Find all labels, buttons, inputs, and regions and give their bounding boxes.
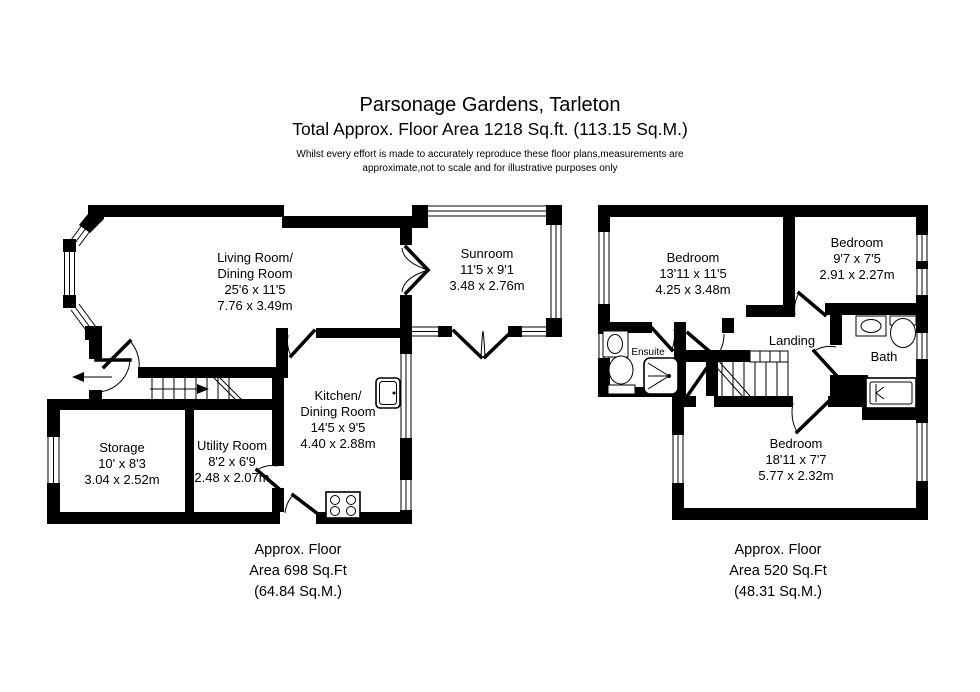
- room-dims-metric: 4.25 x 3.48m: [655, 282, 731, 297]
- disclaimer-line: approximate,not to scale and for illustr…: [362, 163, 618, 174]
- sunroom-patio-doors: [451, 328, 515, 360]
- kitchen-back-door: [284, 492, 321, 517]
- kitchen-door: [286, 328, 317, 359]
- ensuite-sink-icon: [602, 330, 629, 358]
- room-label-sunroom: Sunroom 11'5 x 9'1 3.48 x 2.76m: [449, 246, 524, 294]
- first-floor-area-label: Approx. Floor Area 520 Sq.Ft (48.31 Sq.M…: [729, 540, 827, 603]
- room-dims-metric: 5.77 x 2.32m: [758, 468, 834, 483]
- room-name-line: Dining Room: [217, 266, 293, 281]
- area-line: Approx. Floor: [254, 542, 342, 558]
- stairs-first: [709, 350, 789, 399]
- shower-icon: [643, 357, 679, 395]
- disclaimer: Whilst every effort is made to accuratel…: [0, 148, 980, 176]
- room-dims-imperial: 14'5 x 9'5: [310, 420, 366, 435]
- bedroom3-window-right: [916, 423, 928, 481]
- bath-sink-icon: [855, 315, 887, 337]
- bedroom1-window: [598, 232, 610, 304]
- room-name-line: Sunroom: [460, 246, 514, 261]
- kitchen-window: [400, 354, 412, 510]
- room-name-line: Bedroom: [666, 250, 720, 265]
- room-label-bedroom-2: Bedroom 9'7 x 7'5 2.91 x 2.27m: [819, 235, 894, 283]
- area-line: Area 520 Sq.Ft: [729, 563, 827, 579]
- room-dims-imperial: 8'2 x 6'9: [208, 454, 256, 469]
- room-dims-metric: 2.91 x 2.27m: [819, 267, 895, 282]
- stairs-up-arrow-icon: [197, 384, 209, 394]
- ground-floor-area-label: Approx. Floor Area 698 Sq.Ft (64.84 Sq.M…: [249, 540, 347, 603]
- bay-window: [64, 216, 97, 334]
- room-label-landing: Landing: [769, 333, 815, 349]
- front-door: [94, 358, 132, 393]
- room-dims-imperial: 25'6 x 11'5: [224, 282, 286, 297]
- stairs-ground: [150, 375, 245, 403]
- sunroom-windows: [412, 205, 562, 337]
- room-label-ensuite: Ensuite: [631, 347, 664, 359]
- room-dims-imperial: 13'11 x 11'5: [659, 266, 727, 281]
- page-title: Parsonage Gardens, Tarleton: [359, 94, 621, 116]
- bedroom2-door: [794, 290, 828, 318]
- bath-door: [811, 345, 839, 378]
- room-dims-imperial: 11'5 x 9'1: [460, 262, 514, 277]
- ground-floor-plan: [47, 205, 562, 524]
- room-label-kitchen: Kitchen/ Dining Room 14'5 x 9'5 4.40 x 2…: [300, 388, 375, 452]
- room-dims-imperial: 18'11 x 7'7: [765, 452, 827, 467]
- room-dims-metric: 7.76 x 3.49m: [217, 298, 293, 313]
- room-name-line: Ensuite: [631, 347, 665, 358]
- area-line: Area 698 Sq.Ft: [249, 563, 347, 579]
- hob-icon: [325, 491, 361, 519]
- room-dims-metric: 2.48 x 2.07m: [194, 470, 270, 485]
- ensuite-toilet-icon: [607, 355, 636, 395]
- room-dims-imperial: 9'7 x 7'5: [833, 251, 881, 266]
- room-name-line: Landing: [768, 333, 816, 348]
- area-line: (64.84 Sq.M.): [254, 584, 342, 600]
- room-name-line: Bedroom: [830, 235, 884, 250]
- room-name-line: Bedroom: [769, 436, 823, 451]
- bath-toilet-icon: [889, 315, 917, 348]
- kitchen-sink-icon: [375, 377, 401, 409]
- ensuite-door: [649, 325, 676, 353]
- ground-floor-walls: [47, 205, 562, 524]
- room-name-line: Utility Room: [196, 438, 268, 453]
- room-label-bedroom-3: Bedroom 18'11 x 7'7 5.77 x 2.32m: [758, 436, 833, 484]
- room-name-line: Kitchen/: [314, 388, 362, 403]
- sunroom-double-doors: [401, 244, 431, 296]
- entrance-arrow-icon: [72, 372, 112, 382]
- disclaimer-line: Whilst every effort is made to accuratel…: [296, 149, 684, 160]
- bedroom2-windows: [916, 235, 928, 295]
- utility-door: [254, 465, 281, 491]
- first-floor-plan: [598, 205, 928, 520]
- room-label-utility: Utility Room 8'2 x 6'9 2.48 x 2.07m: [194, 438, 269, 486]
- room-dims-metric: 4.40 x 2.88m: [300, 436, 376, 451]
- bedroom1-door: [685, 330, 725, 360]
- area-line: Approx. Floor: [734, 542, 822, 558]
- room-label-storage: Storage 10' x 8'3 3.04 x 2.52m: [84, 440, 159, 488]
- bedroom3-window-left: [672, 435, 684, 483]
- understairs-door: [685, 366, 715, 398]
- total-area-subtitle: Total Approx. Floor Area 1218 Sq.ft. (11…: [292, 119, 688, 139]
- bedroom3-door: [791, 399, 831, 435]
- room-name-line: Bath: [870, 349, 898, 364]
- first-floor-walls: [598, 205, 928, 520]
- bath-window: [916, 333, 928, 359]
- storage-window: [47, 437, 60, 483]
- room-label-bath: Bath: [871, 349, 898, 365]
- room-name-line: Living Room/: [217, 250, 293, 265]
- room-label-living-room: Living Room/ Dining Room 25'6 x 11'5 7.7…: [217, 250, 293, 314]
- room-dims-metric: 3.04 x 2.52m: [84, 472, 160, 487]
- room-dims-metric: 3.48 x 2.76m: [449, 278, 525, 293]
- area-line: (48.31 Sq.M.): [734, 584, 822, 600]
- living-room-door: [101, 338, 140, 370]
- room-dims-imperial: 10' x 8'3: [98, 456, 146, 471]
- bathtub-icon: [865, 377, 917, 409]
- room-label-bedroom-1: Bedroom 13'11 x 11'5 4.25 x 3.48m: [655, 250, 730, 298]
- room-name-line: Storage: [99, 440, 145, 455]
- room-name-line: Dining Room: [300, 404, 376, 419]
